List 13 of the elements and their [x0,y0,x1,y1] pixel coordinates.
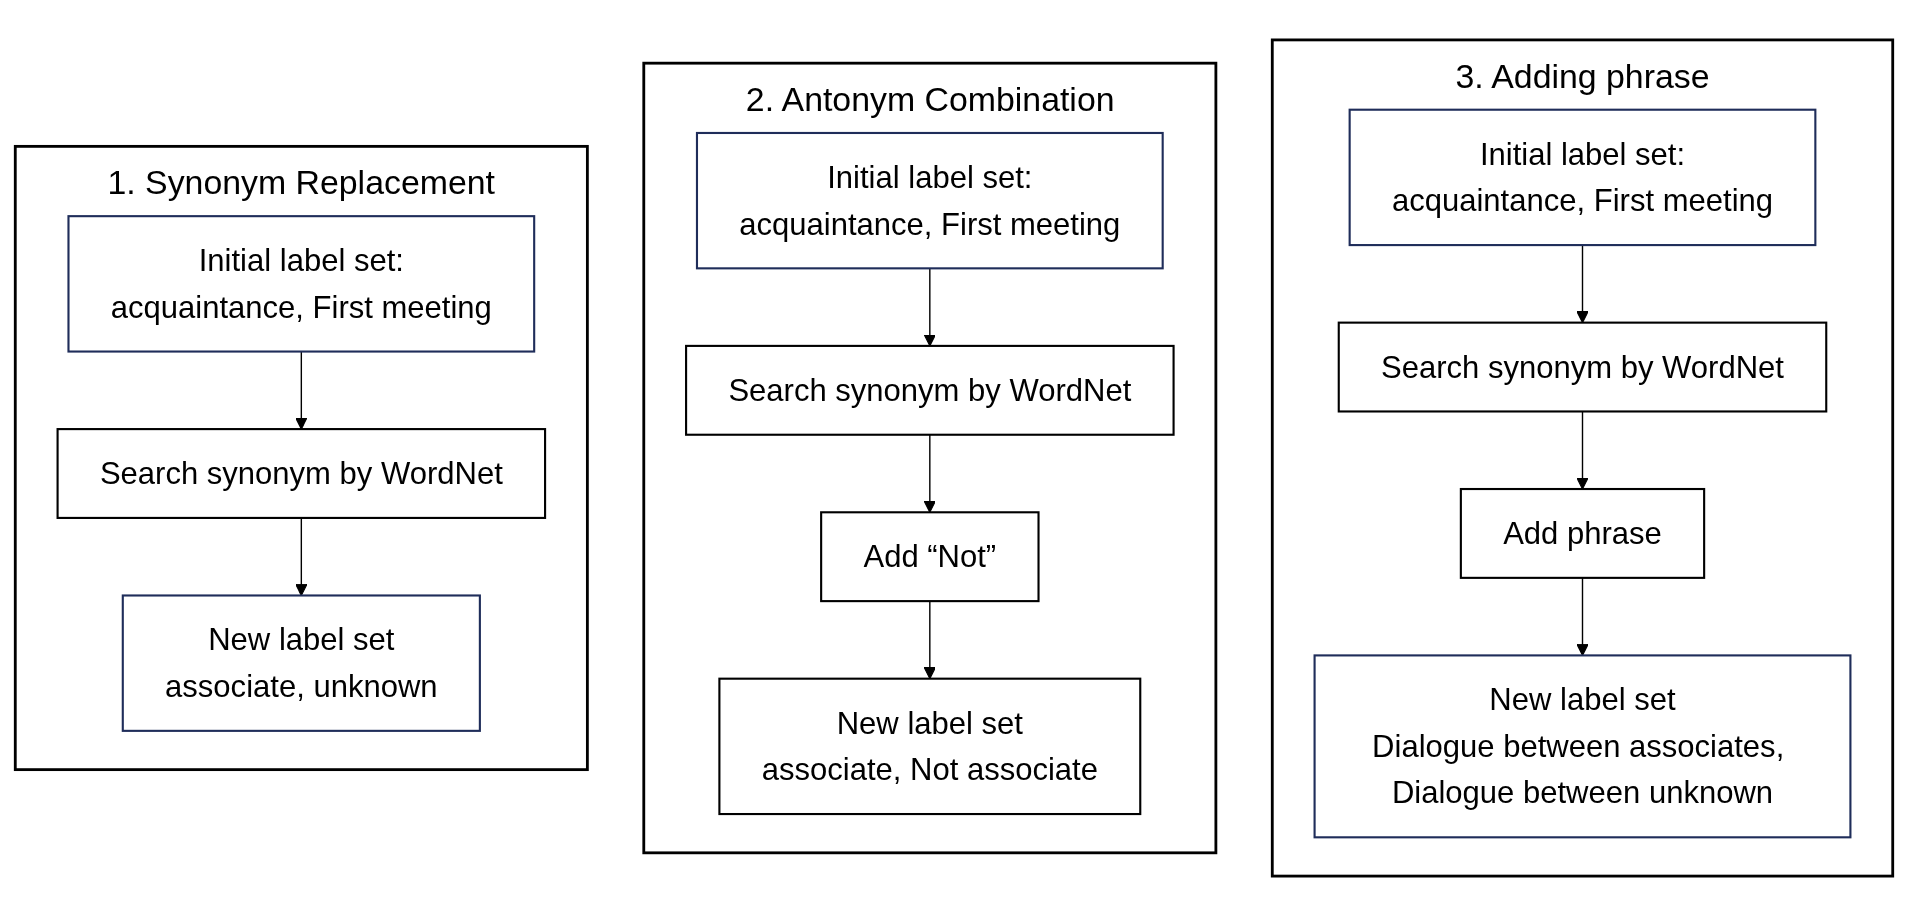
node-box: New label set Dialogue between associates, Dialogue between unknown [1313,654,1852,839]
node-box: Search synonym by WordNet [685,344,1175,436]
arrow [1576,577,1589,656]
node-box: Initial label set: acquaintance, First meeting [695,131,1164,270]
node-box: New label set associate, unknown [121,594,481,732]
node-box: Initial label set: acquaintance, First meeting [1348,108,1817,247]
node-box: Search synonym by WordNet [56,428,547,519]
node-box: Search synonym by WordNet [1337,321,1828,413]
node-box: Add “Not” [820,511,1040,603]
node-box: New label set associate, Not associate [718,677,1142,816]
node-box: Add phrase [1459,487,1706,579]
node-box: Initial label set: acquaintance, First meeting [67,215,536,353]
arrow [923,434,937,513]
